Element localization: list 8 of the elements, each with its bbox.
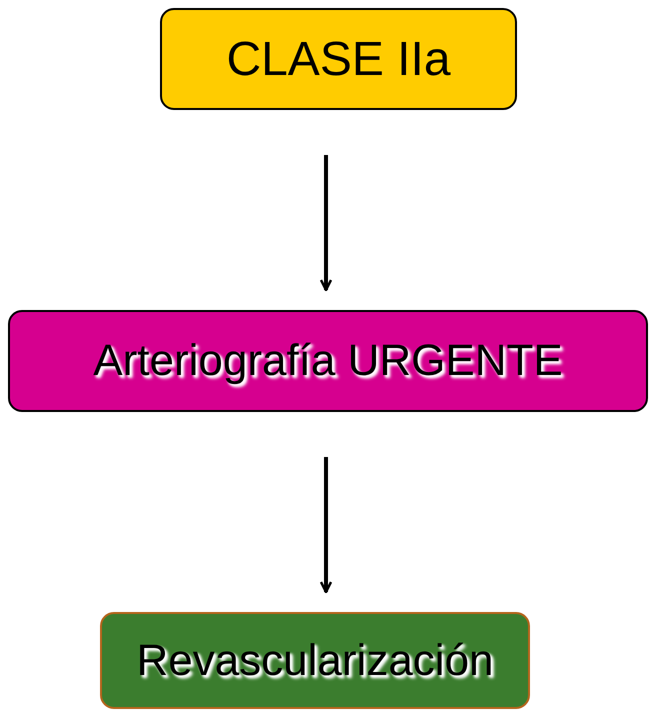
box-label: CLASE IIa: [226, 32, 451, 86]
box-label: Revascularización: [136, 636, 494, 686]
process-box: [100, 612, 530, 709]
box-label: Arteriografía URGENTE: [93, 336, 563, 386]
process-box: [160, 8, 517, 110]
arrow: [320, 457, 332, 594]
arrow: [320, 155, 332, 292]
process-box: [8, 310, 648, 412]
